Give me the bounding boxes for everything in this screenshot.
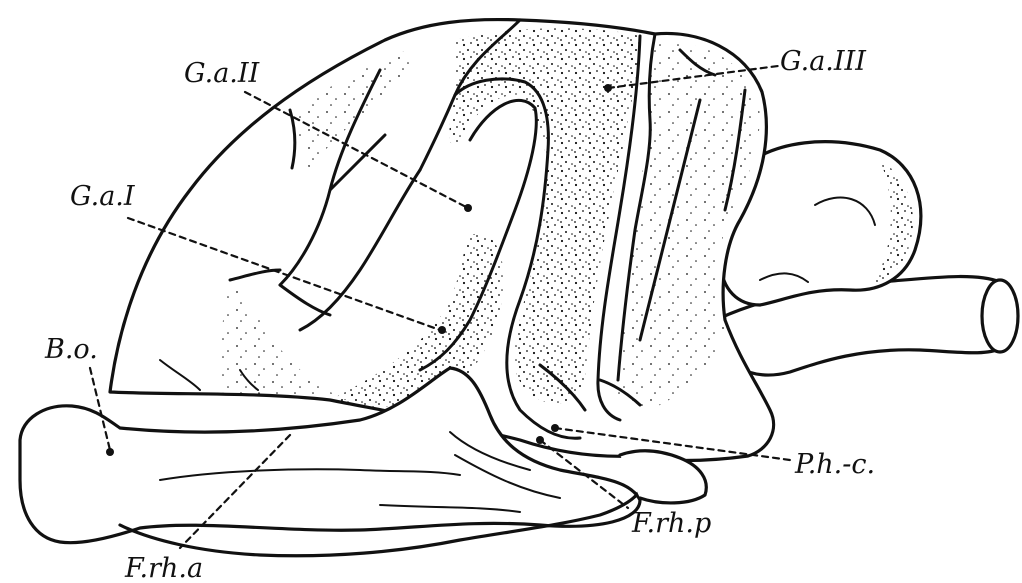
label-ga2: G.a.II — [184, 58, 261, 89]
label-ga3: G.a.III — [780, 46, 867, 77]
label-frha: F.rh.a — [124, 553, 203, 583]
marker-phc — [551, 424, 559, 432]
label-bo: B.o. — [44, 334, 98, 365]
marker-bo — [106, 448, 114, 456]
marker-ga3 — [604, 84, 612, 92]
marker-frhp — [536, 436, 544, 444]
label-phc: P.h.-c. — [794, 449, 875, 480]
marker-ga1 — [438, 326, 446, 334]
label-frhp: F.rh.p — [631, 508, 711, 539]
marker-ga2 — [464, 204, 472, 212]
label-ga1: G.a.I — [70, 181, 136, 212]
